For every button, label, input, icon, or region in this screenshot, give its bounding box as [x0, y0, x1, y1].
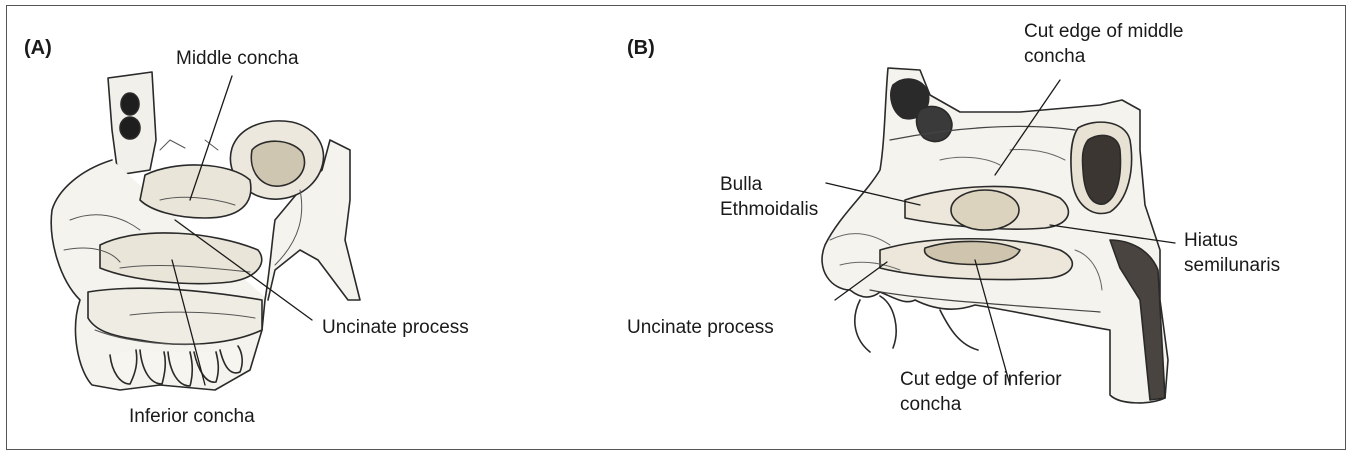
- label-cut-edge-inferior-line2: concha: [900, 393, 961, 416]
- panel-b-illustration: [822, 68, 1175, 403]
- label-hiatus-line2: semilunaris: [1184, 254, 1280, 277]
- label-bulla-line2: Ethmoidalis: [720, 198, 818, 221]
- label-inferior-concha: Inferior concha: [129, 405, 255, 428]
- label-cut-edge-inferior-line1: Cut edge of inferior: [900, 368, 1062, 391]
- panel-b-id: (B): [627, 37, 655, 60]
- label-hiatus-line1: Hiatus: [1184, 229, 1238, 252]
- label-cut-edge-middle-line1: Cut edge of middle: [1024, 20, 1184, 43]
- panel-a-id: (A): [24, 37, 52, 60]
- label-uncinate-process-a: Uncinate process: [322, 316, 469, 339]
- panel-a-illustration: [51, 72, 360, 390]
- label-bulla-line1: Bulla: [720, 173, 762, 196]
- label-middle-concha: Middle concha: [176, 47, 299, 70]
- label-uncinate-process-b: Uncinate process: [627, 316, 774, 339]
- label-cut-edge-middle-line2: concha: [1024, 45, 1085, 68]
